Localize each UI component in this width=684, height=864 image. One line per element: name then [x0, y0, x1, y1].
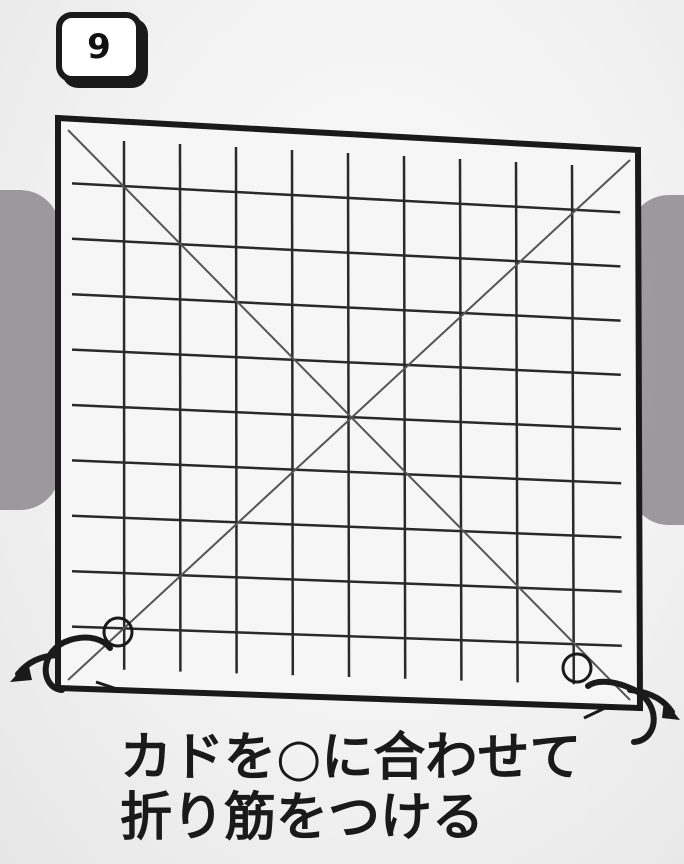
instruction-line-2: 折り筋をつける [120, 788, 640, 848]
crease-vertical [236, 147, 237, 673]
instruction-line-1: カドを○に合わせて [120, 728, 640, 788]
crease-vertical [404, 156, 405, 679]
crease-vertical [516, 162, 518, 682]
instruction-text: カドを○に合わせて 折り筋をつける [120, 728, 640, 848]
corner-tick-right [584, 708, 605, 718]
crease-vertical [292, 150, 293, 675]
crease-vertical [460, 159, 461, 681]
